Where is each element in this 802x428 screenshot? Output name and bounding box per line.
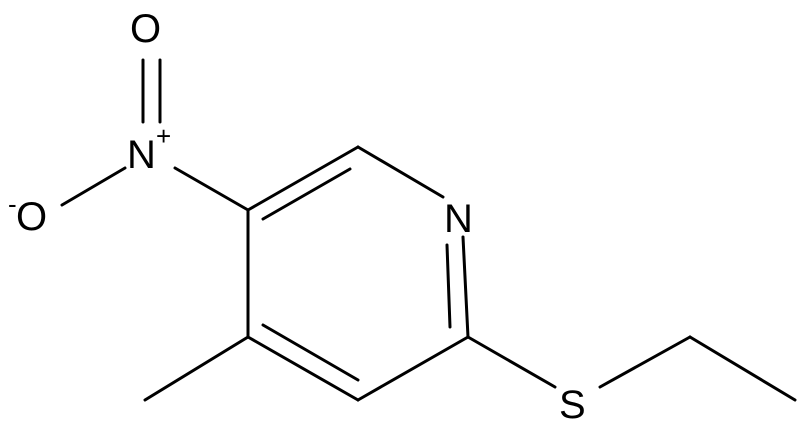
- bond-c6-c5-double: [261, 167, 352, 221]
- bond-c6-c5: [246, 145, 360, 212]
- oxygen-top-label: O: [130, 7, 161, 51]
- bond-s-ch2: [598, 335, 692, 389]
- bond-c3-c4: [246, 335, 360, 402]
- nitro-nitrogen-label: N: [127, 133, 156, 177]
- oxygen-negative-charge: -: [8, 189, 17, 219]
- bond-c5-nitro-n: [173, 166, 250, 212]
- oxygen-left-label: O: [16, 195, 47, 239]
- bond-c2-c3: [356, 335, 470, 402]
- bond-nitro-n-o-left: [60, 166, 127, 207]
- bond-ch2-ch3: [688, 335, 797, 402]
- bond-n1-c2-double: [445, 243, 452, 329]
- bond-c2-s: [466, 335, 557, 389]
- bond-c3-c4-double: [261, 323, 360, 382]
- bond-c6-n1: [356, 145, 445, 199]
- nitro-positive-charge: +: [156, 121, 171, 151]
- sulfur-label: S: [559, 383, 586, 427]
- bond-n1-c2: [461, 235, 470, 339]
- bond-c4-methyl: [143, 335, 250, 402]
- ring-nitrogen-label: N: [444, 197, 473, 241]
